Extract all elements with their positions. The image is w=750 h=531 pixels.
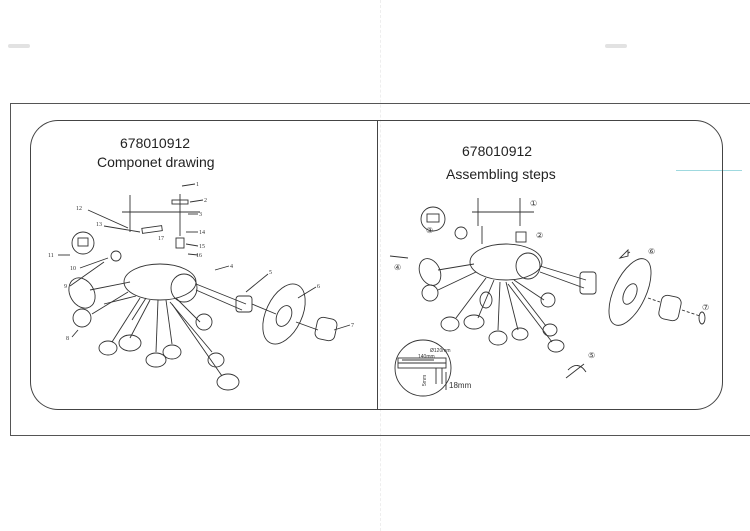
arm-joint: [579, 271, 597, 295]
end-cap: [314, 316, 338, 342]
disc-shade: [479, 291, 493, 309]
dimension-diameter: Ø120mm: [430, 348, 451, 354]
outer-frame: [10, 103, 750, 436]
right-model-number: 678010912: [462, 143, 533, 159]
end-ring: [698, 311, 706, 325]
disc-shade: [463, 314, 485, 330]
scan-smudge: [8, 44, 30, 48]
disc-shade: [68, 277, 96, 309]
component-drawing-panel: [30, 120, 377, 410]
part-number: 10: [70, 266, 76, 272]
part-number: 11: [48, 253, 54, 259]
disc-shade: [488, 330, 508, 346]
fold-line: [380, 0, 381, 531]
canopy-knob: [515, 252, 541, 280]
disc-shade: [216, 373, 240, 391]
step-marker: ②: [536, 231, 543, 240]
part-number: 12: [76, 206, 82, 212]
part-number: 2: [204, 198, 207, 204]
left-heading: Componet drawing: [97, 154, 215, 170]
arm-joint: [235, 295, 253, 313]
part-number: 3: [199, 212, 202, 218]
connector-detail: [71, 231, 95, 255]
part-number: 4: [230, 264, 233, 270]
disc-shade: [542, 323, 558, 337]
dimension-length: 140mm: [418, 354, 435, 360]
part-number: 16: [196, 253, 202, 259]
disc-shade: [511, 327, 529, 341]
part-number: 1: [196, 182, 199, 188]
terminal-block: [77, 237, 89, 247]
connector-detail: [420, 206, 446, 232]
accent-line: [676, 170, 742, 171]
part-number: 8: [66, 336, 69, 342]
ring-hole: [275, 305, 293, 327]
detail-dimensions: 140mm Ø120mm 5mm 18mm: [418, 348, 472, 390]
step-marker: ⑥: [648, 247, 655, 256]
disc-shade: [540, 292, 556, 308]
step-markers: ① ② ③ ④ ⑤ ⑥ ⑦: [394, 199, 709, 360]
disc-shade: [118, 334, 142, 352]
part-number: 5: [269, 270, 272, 276]
step-marker: ⑤: [588, 351, 595, 360]
ring-shade: [608, 258, 652, 326]
step-marker: ③: [426, 226, 433, 235]
connector-block: [175, 237, 185, 249]
bracket-part: [171, 199, 189, 205]
bracket-plate: [141, 225, 163, 234]
disc-shade: [72, 308, 92, 328]
dimension-gap: 18mm: [449, 381, 472, 390]
part-number: 15: [199, 244, 205, 250]
ring-hole: [622, 283, 638, 305]
right-heading: Assembling steps: [446, 166, 556, 182]
terminal-block: [426, 213, 440, 223]
dimension-height: 5mm: [422, 375, 428, 386]
disc-shade: [421, 284, 439, 302]
ring-shade: [262, 283, 306, 345]
part-number: 13: [96, 222, 102, 228]
disc-shade: [145, 352, 167, 368]
part-number: 17: [158, 236, 164, 242]
detail-magnifier: [394, 339, 452, 397]
junction: [110, 250, 122, 262]
step-marker: ①: [530, 199, 537, 208]
scan-smudge: [605, 44, 627, 48]
part-number: 9: [64, 284, 67, 290]
disc-shade: [547, 339, 565, 353]
part-number: 7: [351, 323, 354, 329]
canopy: [469, 243, 543, 281]
assembling-steps-panel: [377, 120, 723, 410]
junction: [454, 226, 468, 240]
disc-shade: [195, 313, 213, 331]
part-number-labels: 1 2 3 4 5 6 7 8 9 10 11 12 13 14 15 16 1…: [48, 182, 354, 342]
left-model-number: 678010912: [120, 135, 191, 151]
disc-shade: [162, 344, 182, 360]
step-marker: ④: [394, 263, 401, 272]
end-cap: [658, 294, 682, 322]
disc-shade: [418, 258, 442, 286]
disc-shade: [98, 340, 118, 356]
step-marker: ⑦: [702, 303, 709, 312]
part-number: 6: [317, 284, 320, 290]
disc-shade: [440, 316, 460, 332]
canopy-knob: [170, 273, 198, 303]
part-number: 14: [199, 230, 205, 236]
connector-block: [515, 231, 527, 243]
canopy: [123, 263, 197, 301]
